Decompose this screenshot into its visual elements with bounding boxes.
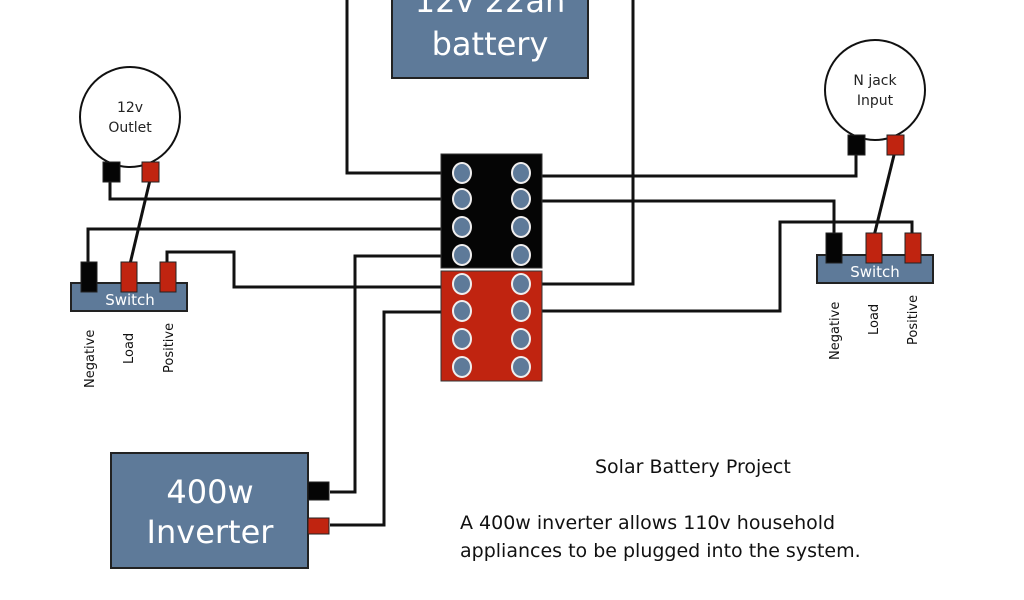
positive-bus-pin bbox=[452, 356, 472, 378]
battery-label-line1: 12v 22ah bbox=[415, 0, 565, 20]
outlet-circle bbox=[79, 66, 181, 168]
negative-bus-pin bbox=[452, 188, 472, 210]
negative-bus-pin bbox=[452, 244, 472, 266]
positive-bus-pin bbox=[452, 300, 472, 322]
wire-battery-positive bbox=[542, 0, 635, 286]
negative-bus-pin bbox=[511, 188, 531, 210]
bus-bar bbox=[440, 153, 543, 382]
battery-label-line2: battery bbox=[432, 25, 549, 63]
negative-bus-pin bbox=[452, 216, 472, 238]
caption: Solar Battery Project A 400w inverter al… bbox=[460, 456, 861, 562]
wire-right-switch-positive bbox=[542, 220, 914, 313]
battery-box bbox=[391, 0, 589, 79]
jack-input: N jack Input bbox=[824, 39, 926, 156]
outlet-12v: 12v Outlet bbox=[79, 66, 181, 183]
inverter-positive-terminal bbox=[307, 517, 330, 535]
right-switch: Switch Negative Load Positive bbox=[816, 232, 934, 360]
caption-line2: appliances to be plugged into the system… bbox=[460, 540, 861, 562]
right-switch-load-label: Load bbox=[867, 304, 882, 335]
left-switch: Switch Negative Load Positive bbox=[70, 261, 188, 388]
outlet-positive-terminal bbox=[141, 161, 160, 183]
left-switch-negative-terminal bbox=[80, 261, 98, 293]
wire-jack-load bbox=[872, 154, 896, 237]
wire-inverter-positive bbox=[330, 310, 442, 527]
inverter-box bbox=[110, 452, 309, 569]
negative-bus-pin bbox=[511, 216, 531, 238]
positive-bus-pin bbox=[511, 273, 531, 295]
left-switch-positive-terminal bbox=[159, 261, 177, 293]
wire-left-switch-negative bbox=[86, 227, 442, 264]
left-switch-positive-label: Positive bbox=[162, 323, 177, 373]
wire-inverter-negative bbox=[330, 254, 442, 494]
left-switch-negative-label: Negative bbox=[83, 330, 98, 388]
inverter-label-line2: Inverter bbox=[147, 513, 275, 551]
jack-negative-terminal bbox=[847, 134, 866, 156]
right-switch-positive-label: Positive bbox=[906, 295, 921, 345]
positive-bus-pin bbox=[452, 273, 472, 295]
wire-outlet-negative bbox=[108, 180, 442, 201]
right-switch-label: Switch bbox=[850, 263, 900, 281]
positive-bus-pin bbox=[511, 300, 531, 322]
wires bbox=[86, 0, 914, 527]
outlet-label-line1: 12v bbox=[117, 100, 143, 116]
right-switch-negative-label: Negative bbox=[828, 302, 843, 360]
positive-bus-pin bbox=[452, 328, 472, 350]
battery: 12v 22ah battery bbox=[391, 0, 589, 79]
negative-bus-pin bbox=[511, 162, 531, 184]
outlet-negative-terminal bbox=[102, 161, 121, 183]
right-switch-positive-terminal bbox=[904, 232, 922, 264]
inverter-negative-terminal bbox=[307, 481, 330, 501]
caption-line1: A 400w inverter allows 110v household bbox=[460, 512, 835, 534]
left-switch-load-label: Load bbox=[122, 333, 137, 364]
left-switch-load-terminal bbox=[120, 261, 138, 293]
jack-circle bbox=[824, 39, 926, 141]
outlet-label-line2: Outlet bbox=[108, 120, 152, 136]
left-switch-label: Switch bbox=[105, 291, 155, 309]
wire-right-switch-negative bbox=[542, 199, 836, 236]
wire-battery-negative bbox=[345, 0, 442, 175]
negative-bus-pin bbox=[452, 162, 472, 184]
jack-positive-terminal bbox=[886, 134, 905, 156]
wire-jack-negative bbox=[542, 155, 858, 178]
wire-left-switch-positive bbox=[165, 250, 442, 289]
right-switch-load-terminal bbox=[865, 232, 883, 264]
inverter: 400w Inverter bbox=[110, 452, 330, 569]
inverter-label-line1: 400w bbox=[166, 473, 253, 511]
jack-label-line2: Input bbox=[857, 93, 894, 109]
jack-label-line1: N jack bbox=[853, 73, 897, 89]
positive-bus-pin bbox=[511, 356, 531, 378]
caption-title: Solar Battery Project bbox=[595, 456, 791, 478]
wire-outlet-load bbox=[128, 179, 152, 265]
positive-bus-pin bbox=[511, 328, 531, 350]
negative-bus-pin bbox=[511, 244, 531, 266]
right-switch-negative-terminal bbox=[825, 232, 843, 264]
